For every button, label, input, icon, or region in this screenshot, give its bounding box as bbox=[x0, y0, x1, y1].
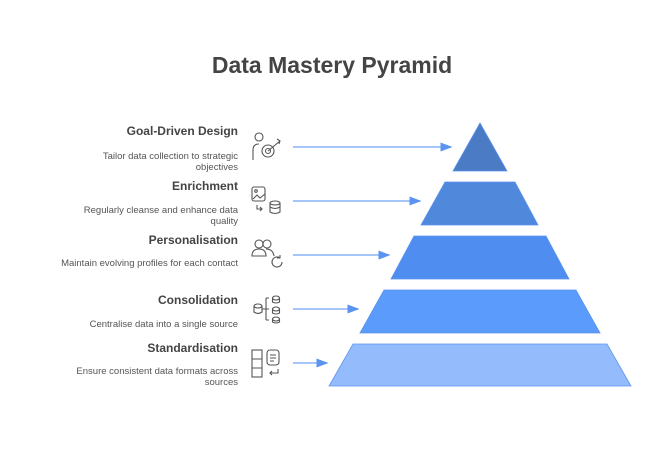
level-title: Standardisation bbox=[147, 341, 238, 355]
format-document-icon bbox=[251, 349, 280, 378]
level-title: Goal-Driven Design bbox=[126, 124, 238, 138]
person-target-icon bbox=[252, 132, 281, 160]
tier-goal-driven-design bbox=[452, 122, 508, 172]
level-title: Consolidation bbox=[158, 293, 238, 307]
level-desc: Maintain evolving profiles for each cont… bbox=[61, 258, 238, 269]
level-desc: Regularly cleanse and enhance data quali… bbox=[83, 205, 238, 227]
level-title: Personalisation bbox=[148, 233, 238, 247]
database-merge-icon bbox=[253, 295, 281, 324]
tier-standardisation bbox=[328, 343, 632, 387]
level-desc: Ensure consistent data formats across so… bbox=[76, 366, 238, 388]
level-title: Enrichment bbox=[171, 179, 238, 193]
image-to-database-icon bbox=[251, 186, 281, 215]
tier-consolidation bbox=[359, 289, 601, 334]
tier-personalisation bbox=[390, 235, 570, 280]
tier-enrichment bbox=[420, 181, 539, 226]
diagram-title: Data Mastery Pyramid bbox=[211, 52, 453, 78]
level-desc: Centralise data into a single source bbox=[89, 319, 238, 330]
users-refresh-icon bbox=[251, 239, 283, 268]
level-desc: Tailor data collection to strategic obje… bbox=[102, 151, 238, 173]
